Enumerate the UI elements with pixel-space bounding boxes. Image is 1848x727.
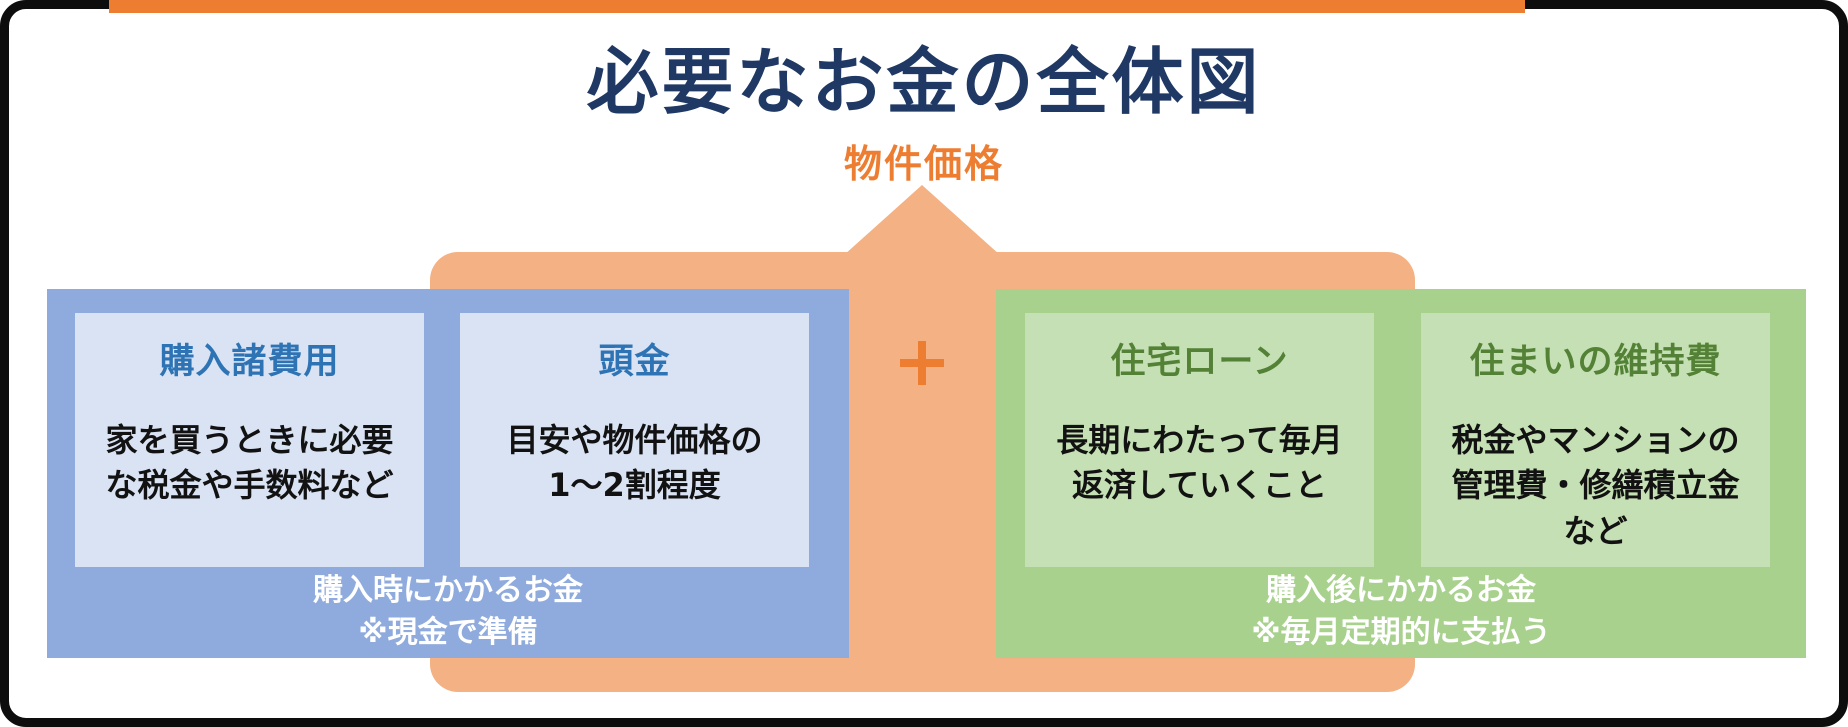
card-body: 長期にわたって毎月 返済していくこと	[1056, 421, 1343, 505]
card-purchase-expenses: 購入諸費用 家を買うときに必要 な税金や手数料など	[75, 313, 424, 567]
group-footer-note: 購入後にかかるお金 ※毎月定期的に支払う	[1251, 573, 1551, 650]
card-title: 購入諸費用	[159, 342, 340, 382]
property-price-label: 物件価格	[843, 142, 1004, 186]
card-title: 住まいの維持費	[1469, 342, 1722, 382]
purchase-time-cost-group: 購入諸費用 家を買うときに必要 な税金や手数料など 頭金 目安や物件価格の 1〜…	[47, 289, 849, 658]
card-body: 税金やマンションの 管理費・修繕積立金 など	[1451, 421, 1740, 550]
arrow-up-icon	[844, 185, 1000, 255]
top-accent-bar	[109, 0, 1525, 13]
card-down-payment: 頭金 目安や物件価格の 1〜2割程度	[460, 313, 809, 567]
plus-icon	[900, 341, 944, 385]
card-body: 家を買うときに必要 な税金や手数料など	[105, 421, 394, 505]
card-housing-loan: 住宅ローン 長期にわたって毎月 返済していくこと	[1025, 313, 1374, 567]
after-purchase-cost-group: 住宅ローン 長期にわたって毎月 返済していくこと 住まいの維持費 税金やマンショ…	[996, 289, 1806, 658]
card-title: 住宅ローン	[1110, 342, 1289, 382]
card-body: 目安や物件価格の 1〜2割程度	[506, 421, 763, 505]
page-title: 必要なお金の全体図	[586, 40, 1262, 124]
card-maintenance-cost: 住まいの維持費 税金やマンションの 管理費・修繕積立金 など	[1421, 313, 1770, 567]
group-footer-note: 購入時にかかるお金 ※現金で準備	[313, 573, 583, 650]
card-title: 頭金	[598, 342, 671, 382]
